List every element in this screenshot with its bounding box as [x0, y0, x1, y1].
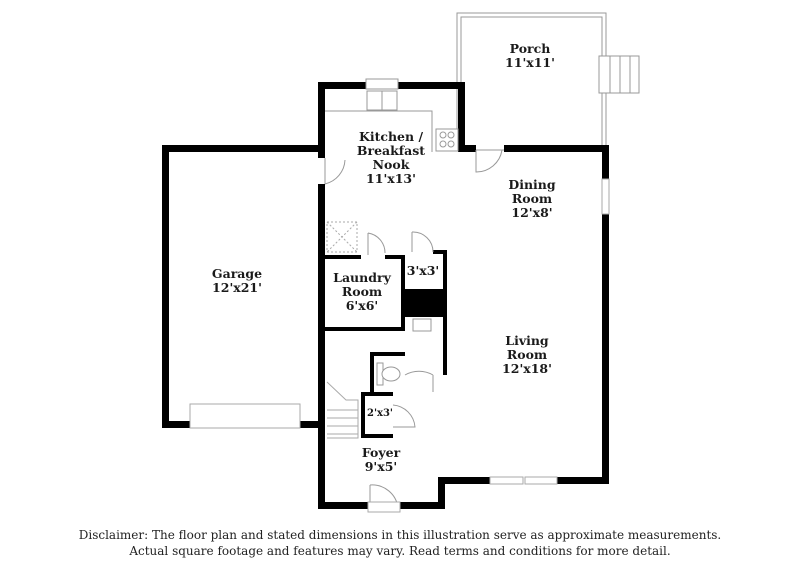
room-dims: 12'x21'	[212, 280, 262, 295]
kitchen-counter	[325, 78, 433, 152]
room-label-laundry: Laundry Room 6'x6'	[333, 271, 391, 313]
room-name: Porch	[509, 41, 551, 56]
disclaimer-line-1: Disclaimer: The floor plan and stated di…	[78, 528, 722, 542]
room-dims: 9'x5'	[364, 459, 398, 474]
toilet-icon	[376, 362, 401, 386]
room-label-closet-2x3: 2'x3'	[367, 408, 393, 420]
windows	[489, 178, 610, 485]
room-name: Garage	[211, 266, 263, 281]
room-dims: 12'x18'	[502, 361, 552, 376]
walls	[162, 82, 609, 509]
front-door-threshold	[367, 501, 401, 513]
room-name: Breakfast	[356, 143, 426, 158]
room-name: Foyer	[361, 445, 401, 460]
door-swings	[324, 149, 504, 509]
room-dims: 6'x6'	[345, 298, 379, 313]
room-name: Laundry	[333, 270, 391, 285]
disclaimer: Disclaimer: The floor plan and stated di…	[0, 527, 800, 559]
room-name: Nook	[372, 157, 410, 172]
room-label-dining: Dining Room 12'x8'	[508, 178, 555, 220]
room-label-porch: Porch 11'x11'	[505, 42, 555, 70]
room-name: Room	[341, 284, 383, 299]
room-name: Kitchen /	[358, 129, 424, 144]
room-dims: 2'x3'	[366, 408, 394, 419]
water-heater-icon	[326, 221, 358, 253]
room-label-closet-3x3: 3'x3'	[407, 264, 440, 278]
porch-stairs-icon	[598, 55, 640, 94]
room-dims: 11'x13'	[366, 171, 416, 186]
room-label-living: Living Room 12'x18'	[502, 334, 552, 376]
stove-icon	[435, 128, 459, 152]
room-name: Room	[506, 347, 548, 362]
room-dims: 11'x11'	[505, 55, 555, 70]
room-label-foyer: Foyer 9'x5'	[362, 446, 400, 474]
room-name: Dining	[508, 177, 556, 192]
garage-door-icon	[189, 403, 301, 429]
room-dims: 3'x3'	[406, 263, 440, 278]
room-dims: 12'x8'	[511, 205, 553, 220]
bath-sink-icon	[412, 318, 432, 332]
room-name: Room	[511, 191, 553, 206]
room-label-garage: Garage 12'x21'	[212, 267, 262, 295]
stairs-icon	[326, 381, 359, 439]
disclaimer-line-2: Actual square footage and features may v…	[129, 544, 671, 558]
room-label-kitchen: Kitchen / Breakfast Nook 11'x13'	[357, 130, 425, 186]
porch-outline	[456, 12, 607, 148]
sink-icon	[366, 90, 398, 111]
room-name: Living	[505, 333, 549, 348]
